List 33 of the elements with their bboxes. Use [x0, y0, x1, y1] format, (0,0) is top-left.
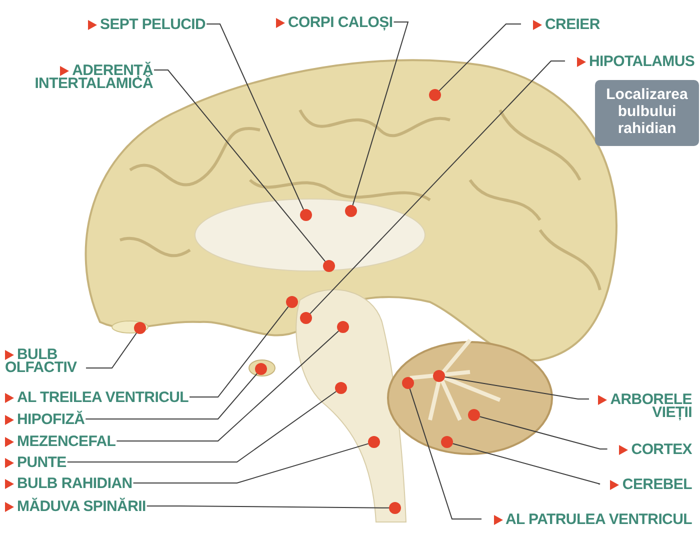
leader-line: [66, 391, 337, 462]
part-label: SEPT PELUCID: [85, 18, 206, 31]
part-label: MĂDUVA SPINĂRII: [2, 500, 146, 513]
part-label: MEZENCEFAL: [2, 435, 116, 448]
part-label: HIPOTALAMUS: [565, 55, 695, 68]
leader-line: [444, 376, 590, 400]
leader-line: [146, 506, 390, 508]
leader-line: [116, 330, 340, 442]
leader-line: [352, 22, 409, 206]
part-label: ARBORELE VIEȚII: [589, 393, 692, 419]
leader-line: [206, 24, 304, 210]
part-label: CORTEX: [607, 443, 692, 456]
part-label: AL PATRULEA VENTRICUL: [482, 513, 692, 526]
leader-line: [86, 332, 138, 368]
part-label: PUNTE: [2, 456, 66, 469]
leader-line: [438, 24, 522, 92]
part-label: CEREBEL: [598, 478, 692, 491]
leader-line: [479, 416, 608, 450]
part-label: AL TREILEA VENTRICUL: [2, 391, 189, 404]
part-label: ADERENȚĂ INTERTALAMICĂ: [10, 64, 153, 90]
part-label: BULB OLFACTIV: [2, 348, 85, 374]
info-panel: Localizarea bulbului rahidian: [595, 80, 699, 146]
part-label: CREIER: [521, 18, 600, 31]
leader-line: [132, 443, 369, 484]
part-label: CORPI CALOȘI: [273, 16, 393, 29]
part-label: HIPOFIZĂ: [2, 413, 85, 426]
leader-line: [154, 70, 326, 262]
leader-line: [409, 388, 482, 520]
leader-line: [189, 306, 289, 398]
part-label: BULB RAHIDIAN: [2, 477, 132, 490]
leader-line: [310, 60, 566, 314]
leader-line: [452, 443, 600, 484]
leader-line: [85, 373, 258, 420]
